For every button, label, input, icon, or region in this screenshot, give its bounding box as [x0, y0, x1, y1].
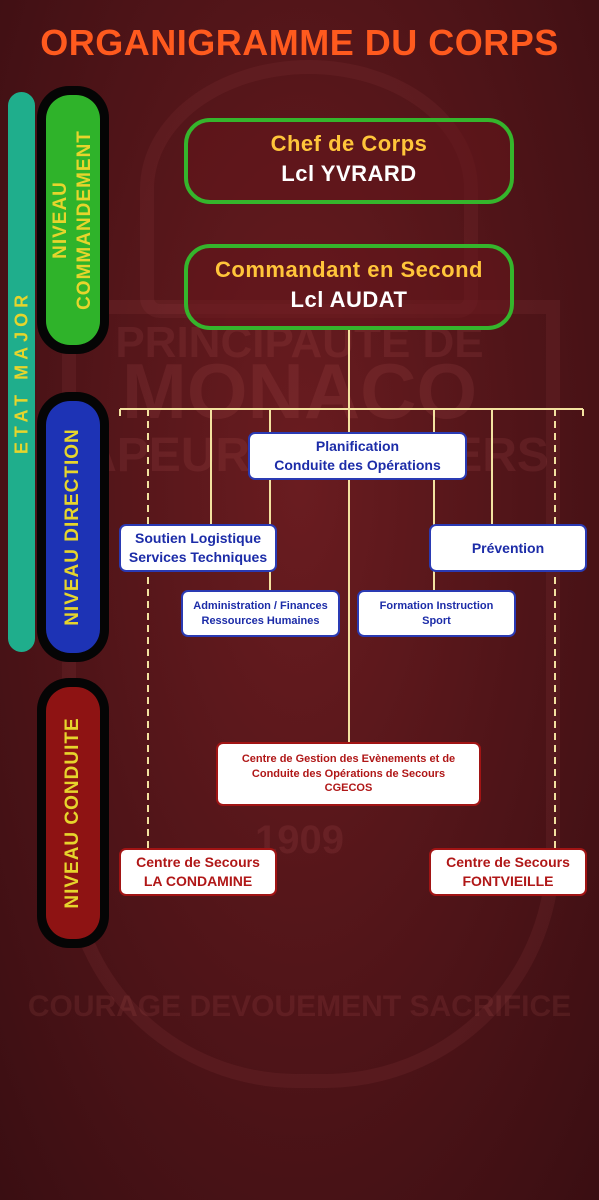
- formation-box: Formation Instruction Sport: [357, 590, 516, 637]
- page-title: ORGANIGRAMME DU CORPS: [40, 22, 559, 63]
- administration-box: Administration / Finances Ressources Hum…: [181, 590, 340, 637]
- watermark-motto: COURAGE DEVOUEMENT SACRIFICE: [27, 990, 572, 1023]
- centre-la-condamine-box: Centre de Secours LA CONDAMINE: [119, 848, 277, 896]
- commandant-en-second-name: Lcl AUDAT: [290, 287, 408, 312]
- niveau-direction-block: NIVEAU DIRECTION: [37, 392, 109, 662]
- commandant-en-second-box: Commandant en Second Lcl AUDAT: [184, 244, 514, 330]
- etat-major-bar: ETAT MAJOR: [8, 92, 35, 652]
- centre-fontvieille-box: Centre de Secours FONTVIEILLE: [429, 848, 587, 896]
- niveau-conduite-block: NIVEAU CONDUITE: [37, 678, 109, 948]
- chef-de-corps-box: Chef de Corps Lcl YVRARD: [184, 118, 514, 204]
- soutien-logistique-box: Soutien Logistique Services Techniques: [119, 524, 277, 572]
- niveau-commandement-block: NIVEAU COMMANDEMENT: [37, 86, 109, 354]
- chef-de-corps-name: Lcl YVRARD: [281, 161, 417, 186]
- prevention-box: Prévention: [429, 524, 587, 572]
- cgecos-box: Centre de Gestion des Evènements et de C…: [216, 742, 481, 806]
- planification-box: Planification Conduite des Opérations: [248, 432, 467, 480]
- watermark-line2: MONACO: [121, 347, 478, 435]
- chef-de-corps-role: Chef de Corps: [270, 131, 428, 156]
- commandant-en-second-role: Commandant en Second: [215, 257, 483, 282]
